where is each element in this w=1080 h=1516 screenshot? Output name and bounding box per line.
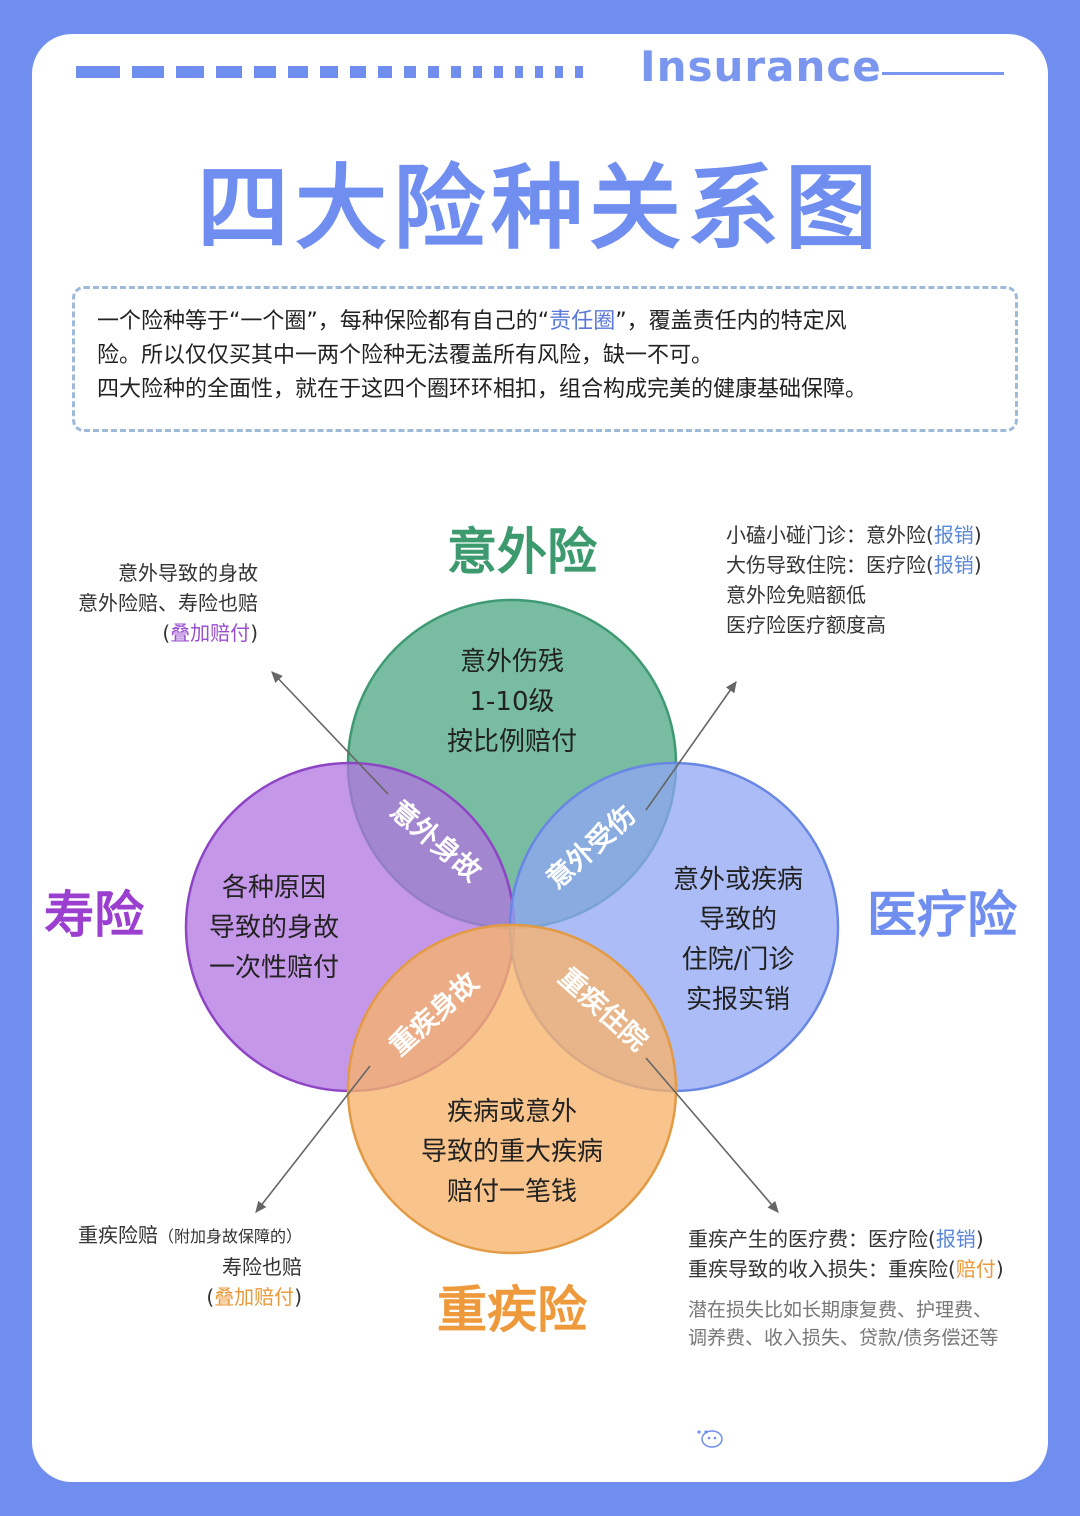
venn-circles xyxy=(184,598,840,1255)
life-insurance-title: 寿险 xyxy=(44,886,145,944)
page-title: 四大险种关系图 xyxy=(196,155,883,262)
accident-circle-line-3: 按比例赔付 xyxy=(447,727,577,757)
medical-circle-line-4: 实报实销 xyxy=(686,985,790,1015)
intro-line-1: 一个险种等于“一个圈”，每种保险都有自己的“责任圈”，覆盖责任内的特定风 xyxy=(97,309,847,334)
life-circle-line-1: 各种原因 xyxy=(222,873,326,903)
critical-circle-line-1: 疾病或意外 xyxy=(447,1097,577,1127)
tag-stacked-payout: 叠加赔付 xyxy=(170,621,251,645)
poster-card: Insurance 四大险种关系图 一个险种等于“一个圈”，每种保险都有自己的“… xyxy=(32,34,1048,1482)
tag-reimburse-1: 报销 xyxy=(933,523,974,547)
critical-illness-insurance-title: 重疾险 xyxy=(437,1281,588,1339)
venn-diagram: 意外险 寿险 医疗险 重疾险 意外伤残 1-10级 按比例赔付 各种原因 导致的… xyxy=(44,523,1018,1339)
highlight-responsibility-circle: 责任圈 xyxy=(549,309,616,334)
life-circle-line-2: 导致的身故 xyxy=(209,913,339,943)
arrow-bottom-right xyxy=(645,1057,779,1213)
brand-label: Insurance xyxy=(640,42,882,91)
tag-reimburse-3: 报销 xyxy=(935,1227,976,1251)
accident-insurance-title: 意外险 xyxy=(447,523,598,581)
note-bottom-left: 重疾险赔（附加身故保障的） 寿险也赔 (叠加赔付) xyxy=(77,1223,302,1309)
note-top-right: 小磕小碰门诊：意外险(报销) 大伤导致住院：医疗险(报销) 意外险免赔额低 医疗… xyxy=(726,523,982,637)
life-circle-line-3: 一次性赔付 xyxy=(209,953,339,983)
wechat-icon xyxy=(691,1424,723,1448)
footer-watermark: 公众号 · 小鱼同学CXY xyxy=(690,1418,971,1453)
arrow-top-left xyxy=(271,671,389,795)
intro-line-2: 险。所以仅仅买其中一两个险种无法覆盖所有风险，缺一不可。 xyxy=(97,343,714,368)
critical-circle-line-2: 导致的重大疾病 xyxy=(421,1137,603,1167)
tag-payout: 赔付 xyxy=(955,1257,996,1281)
critical-circle-line-3: 赔付一笔钱 xyxy=(447,1177,577,1207)
accident-circle-line-2: 1-10级 xyxy=(469,687,554,717)
arrow-bottom-left xyxy=(255,1065,371,1214)
note-bottom-right: 重疾产生的医疗费：医疗险(报销) 重疾导致的收入损失：重疾险(赔付) 潜在损失比… xyxy=(688,1227,1004,1349)
intro-line-3: 四大险种的全面性，就在于这四个圈环环相扣，组合构成完美的健康基础保障。 xyxy=(97,377,868,402)
tag-reimburse-2: 报销 xyxy=(933,553,974,577)
accident-circle-line-1: 意外伤残 xyxy=(460,647,564,677)
footer-text: 公众号 · 小鱼同学CXY xyxy=(732,1424,971,1452)
medical-circle-line-1: 意外或疾病 xyxy=(673,865,803,895)
medical-circle-line-3: 住院/门诊 xyxy=(682,945,795,975)
arrow-top-right xyxy=(645,680,737,811)
note-top-left: 意外导致的身故 意外险赔、寿险也赔 (叠加赔付) xyxy=(78,561,258,645)
brand-underline xyxy=(882,72,1004,75)
medical-circle-line-2: 导致的 xyxy=(699,905,777,935)
decorative-dash-bar xyxy=(76,66,583,78)
intro-box: 一个险种等于“一个圈”，每种保险都有自己的“责任圈”，覆盖责任内的特定风 险。所… xyxy=(72,286,1018,432)
tag-stacked-payout-2: 叠加赔付 xyxy=(214,1285,295,1309)
medical-insurance-title: 医疗险 xyxy=(867,886,1018,944)
critical-circle xyxy=(346,923,678,1255)
